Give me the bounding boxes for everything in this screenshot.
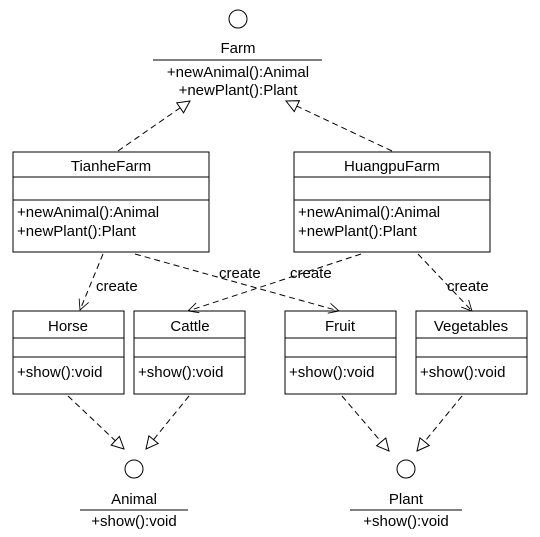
class-huangpufarm: HuangpuFarm +newAnimal():Animal +newPlan… [293,151,491,253]
class-name: Horse [48,318,88,335]
class-box [293,151,491,253]
class-tianhefarm: TianheFarm +newAnimal():Animal +newPlant… [12,151,210,253]
realization-huangpu-farm [286,101,393,152]
class-horse: Horse +show():void [12,310,125,395]
class-method: +newAnimal():Animal [298,204,440,221]
class-method: +newPlant():Plant [298,223,418,240]
realization-fruit-plant [341,395,389,451]
class-method: +show():void [17,364,102,381]
class-method: +show():void [138,364,223,381]
interface-lollipop-icon [124,459,144,479]
interface-method: +newAnimal():Animal [167,64,309,81]
dependency-tianhe-horse [80,253,104,310]
dependency-label: create [96,278,138,295]
dependency-label: create [219,265,261,282]
dependency-huangpu-cattle [188,253,362,311]
dependency-tianhe-fruit [134,253,339,311]
class-name: TianheFarm [71,158,151,175]
class-box [284,310,397,395]
class-method: +newPlant():Plant [17,223,137,240]
interface-name: Animal [111,491,157,508]
class-method: +show():void [420,364,505,381]
class-method: +newAnimal():Animal [17,204,159,221]
interface-plant: Plant +show():void [350,459,462,530]
class-name: Cattle [170,318,209,335]
interface-animal: Animal +show():void [80,459,188,530]
class-method: +show():void [289,364,374,381]
realization-tianhe-farm [117,101,190,152]
realization-vegetables-plant [417,395,463,451]
class-box [133,310,246,395]
realization-horse-animal [67,395,124,449]
interface-method: +show():void [363,513,448,530]
dependency-label: create [290,265,332,282]
class-fruit: Fruit +show():void [284,310,397,395]
dependency-label: create [447,278,489,295]
class-name: Fruit [325,318,356,335]
class-name: Vegetables [434,318,508,335]
class-cattle: Cattle +show():void [133,310,246,395]
class-box [12,310,125,395]
interface-method: +newPlant():Plant [179,82,299,99]
interface-farm: Farm +newAnimal():Animal +newPlant():Pla… [153,9,322,99]
realization-cattle-animal [146,395,190,449]
interface-lollipop-icon [228,9,248,29]
class-vegetables: Vegetables +show():void [415,310,528,395]
dependency-huangpu-vegetables [417,253,472,311]
interface-name: Plant [389,491,424,508]
class-box [12,151,210,253]
interface-method: +show():void [91,513,176,530]
interface-lollipop-icon [396,459,416,479]
class-name: HuangpuFarm [344,158,440,175]
interface-name: Farm [221,40,256,57]
